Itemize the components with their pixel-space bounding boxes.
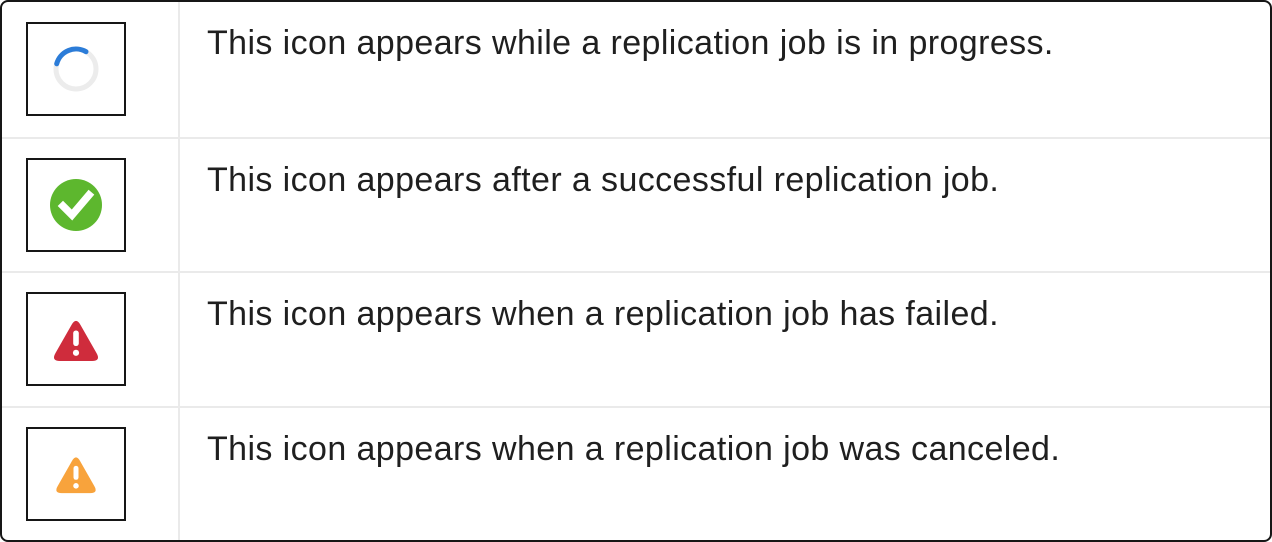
icon-description: This icon appears when a replication job…	[207, 295, 999, 333]
exclamation-dot	[73, 483, 79, 489]
checkmark-glyph	[57, 189, 95, 221]
failed-warning-icon	[53, 321, 99, 362]
success-check-icon	[50, 178, 102, 231]
in-progress-spinner-icon	[53, 46, 99, 92]
icon-box	[26, 426, 126, 521]
icon-cell	[2, 136, 178, 272]
exclamation-bar	[73, 466, 79, 480]
description-cell: This icon appears while a replication jo…	[178, 2, 1270, 137]
canceled-warning-icon	[56, 457, 96, 494]
icon-cell	[2, 2, 178, 137]
icon-box	[26, 157, 126, 252]
spinner-progress-arc	[54, 46, 89, 67]
icon-description: This icon appears after a successful rep…	[207, 160, 1000, 199]
icon-cell	[2, 405, 178, 541]
icon-description: This icon appears while a replication jo…	[207, 24, 1054, 62]
icon-box	[26, 22, 126, 117]
icon-description: This icon appears when a replication job…	[207, 429, 1061, 468]
icon-box	[26, 292, 126, 387]
exclamation-dot	[72, 349, 80, 357]
description-cell: This icon appears after a successful rep…	[178, 136, 1270, 271]
icon-cell	[2, 271, 178, 406]
exclamation-bar	[73, 330, 79, 347]
description-cell: This icon appears when a replication job…	[178, 405, 1270, 540]
description-cell: This icon appears when a replication job…	[178, 271, 1270, 406]
